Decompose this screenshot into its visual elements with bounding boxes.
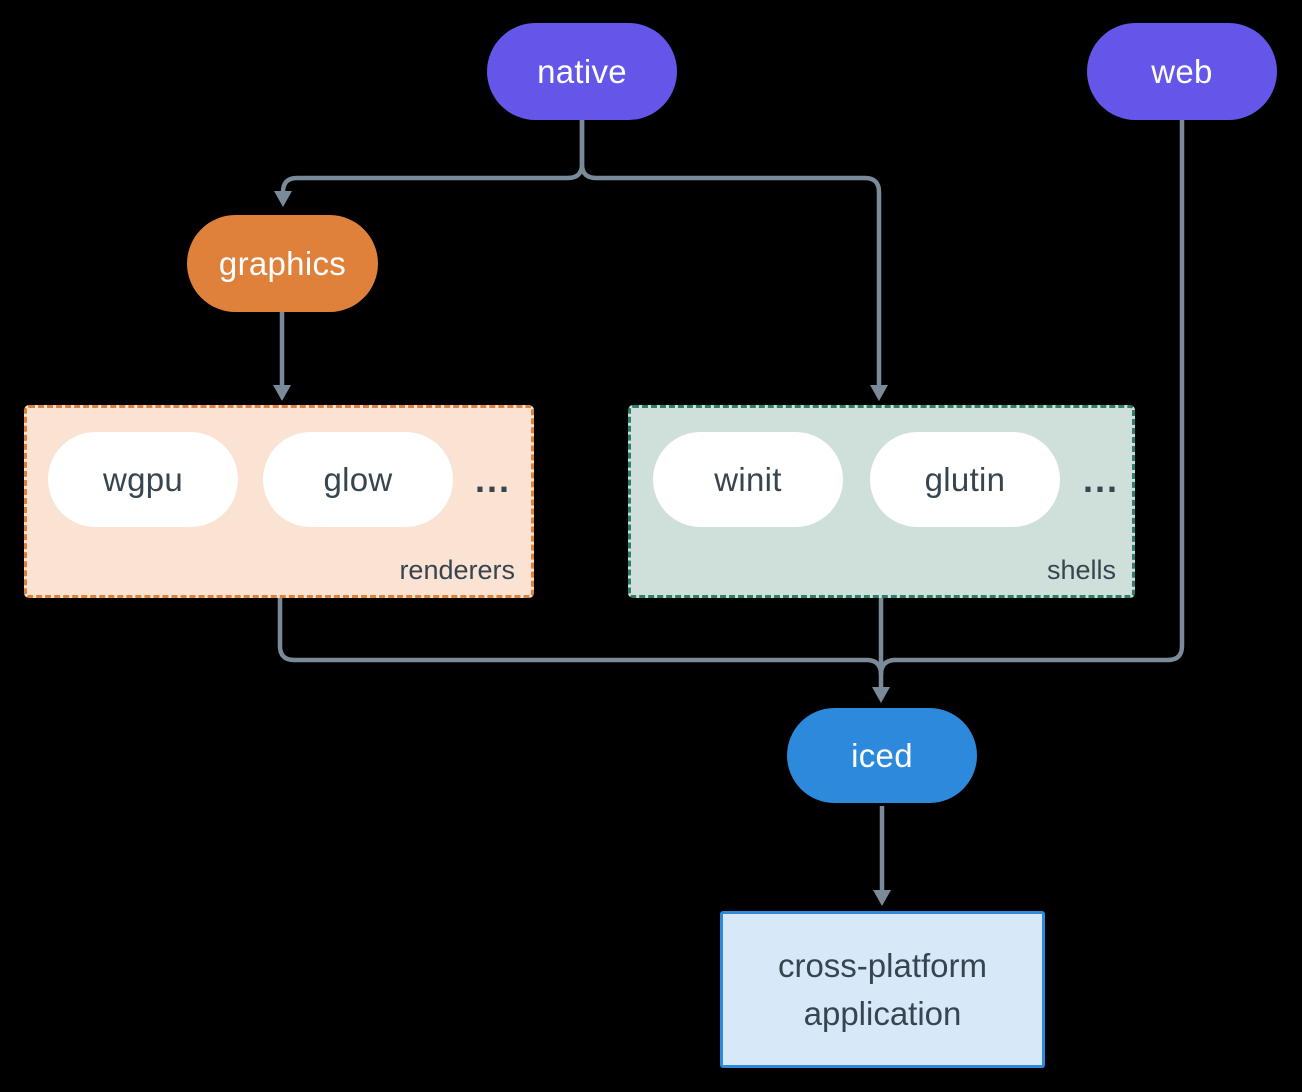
node-glow-label: glow — [323, 460, 393, 498]
node-wgpu-label: wgpu — [102, 460, 184, 498]
node-glutin-label: glutin — [924, 460, 1006, 498]
renderers-ellipsis: ... — [475, 458, 512, 500]
shells-group-label: shells — [1046, 555, 1116, 585]
application-label-line1: cross-platform — [777, 946, 988, 984]
node-wgpu: wgpu — [48, 432, 238, 527]
renderers-group-label: renderers — [399, 555, 515, 585]
application-label-line2: application — [803, 994, 962, 1032]
node-cross-platform-application: cross-platform application — [720, 911, 1045, 1068]
node-glutin: glutin — [870, 432, 1060, 527]
node-web-label: web — [1151, 52, 1213, 90]
group-renderers: wgpu glow ... renderers — [24, 405, 534, 598]
node-winit-label: winit — [714, 460, 782, 498]
node-native-label: native — [537, 52, 627, 90]
node-native: native — [487, 23, 677, 120]
arrowhead-into-application — [873, 890, 891, 906]
node-iced-label: iced — [851, 736, 913, 774]
node-iced: iced — [787, 708, 977, 803]
node-graphics: graphics — [187, 215, 378, 312]
group-shells: winit glutin ... shells — [628, 405, 1135, 598]
node-graphics-label: graphics — [218, 244, 347, 282]
node-winit: winit — [653, 432, 843, 527]
node-web: web — [1087, 23, 1277, 120]
arrowhead-into-iced — [872, 687, 890, 703]
edge-native-to-shells — [579, 120, 882, 385]
edge-renderers-to-junction — [277, 598, 884, 675]
arrowhead-into-renderers — [273, 385, 291, 401]
node-glow: glow — [263, 432, 453, 527]
arrowhead-into-graphics — [274, 191, 292, 207]
edge-native-to-graphics — [280, 120, 585, 193]
shells-ellipsis: ... — [1083, 458, 1120, 500]
arrowhead-into-shells — [870, 385, 888, 401]
